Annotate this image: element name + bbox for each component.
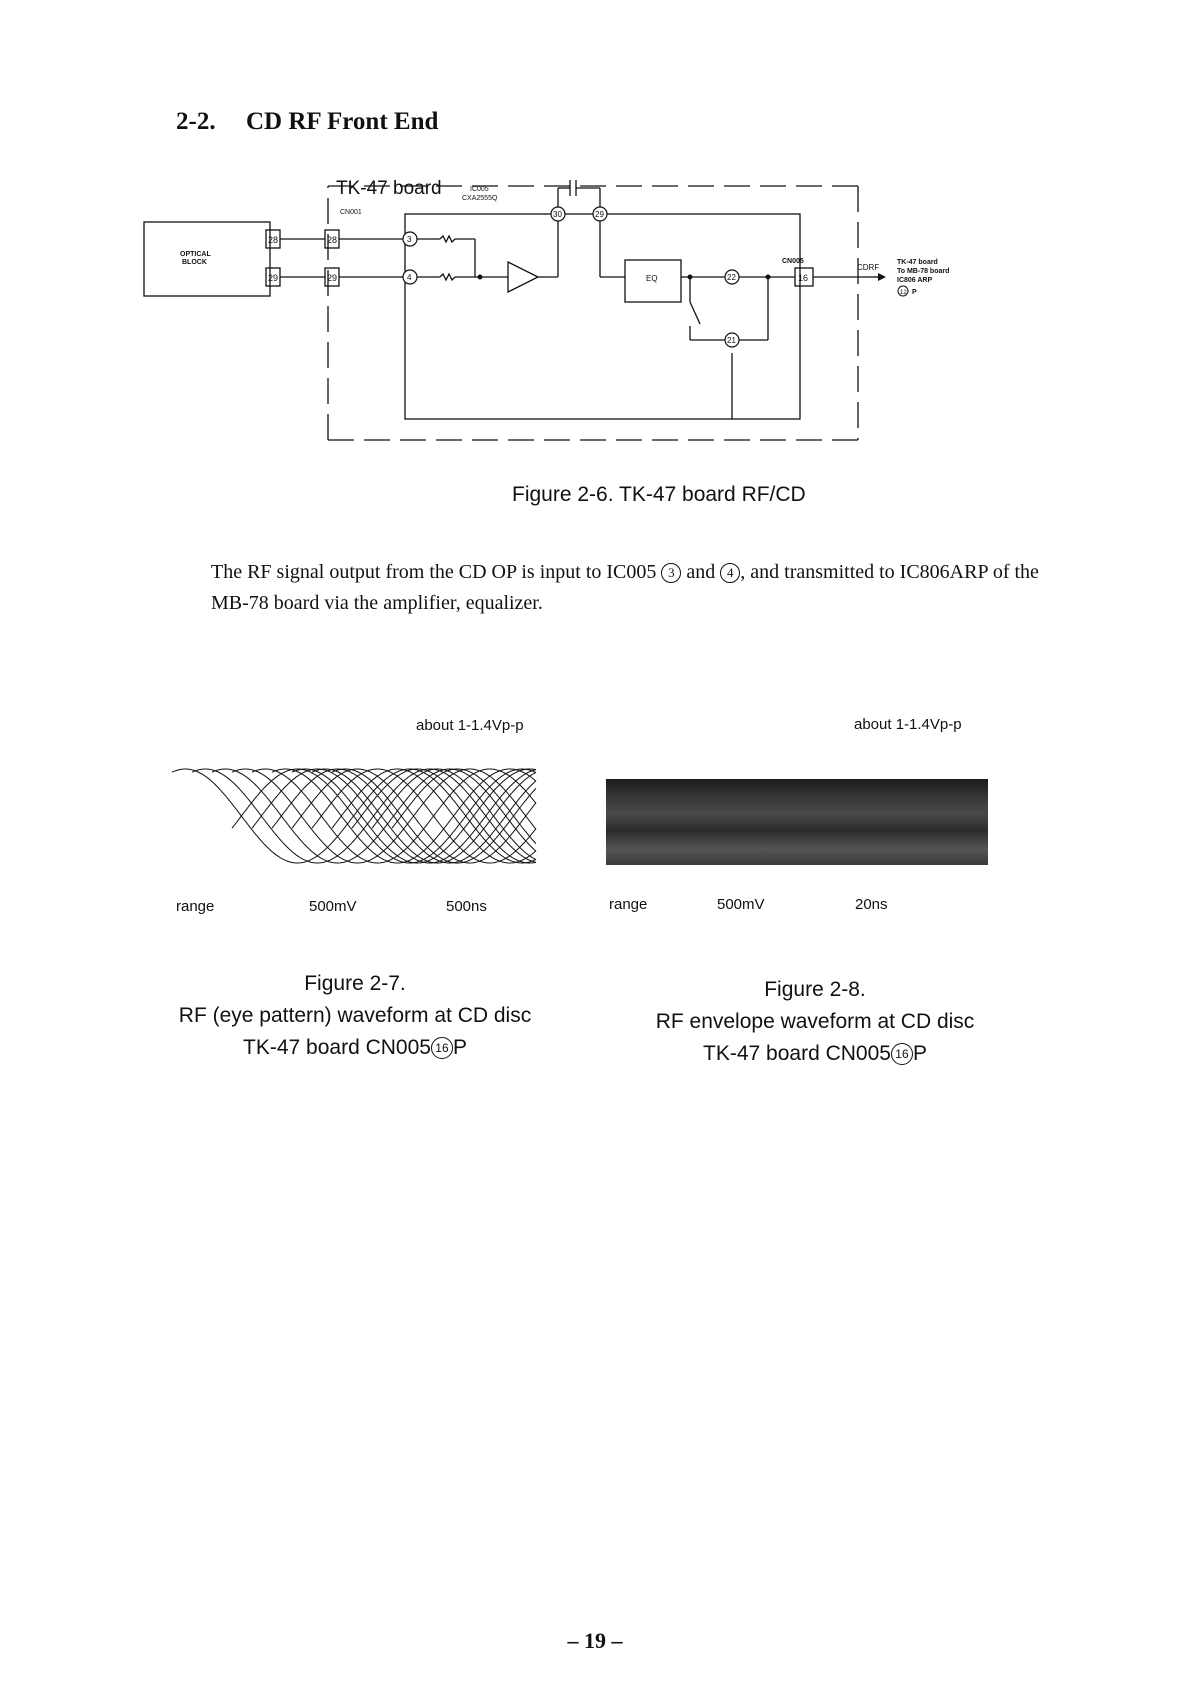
eye-trace: [291, 768, 537, 864]
rf-block-diagram: TK-47 board IC005 CXA2555Q CN001 OPTICAL…: [143, 178, 949, 441]
pin-3-label: 3: [407, 235, 412, 244]
fig8-volt: 500mV: [717, 896, 765, 913]
pin-3-marker: [402, 231, 418, 247]
fig8-circle-16: 16: [890, 1043, 913, 1065]
cn001-pin-29: 29: [327, 273, 337, 283]
optical-block: [143, 221, 271, 297]
body-paragraph: The RF signal output from the CD OP is i…: [211, 557, 1041, 619]
para-text-b: and: [681, 561, 721, 583]
eq-label: EQ: [646, 274, 658, 283]
optical-label-1: OPTICAL: [180, 251, 211, 258]
eye-trace: [311, 768, 537, 864]
eye-trace-inverse: [291, 768, 537, 864]
signal-cdrf: CDRF: [857, 263, 879, 272]
fig8-caption-line-2: RF envelope waveform at CD disc: [655, 1010, 975, 1033]
pin-21-marker: [724, 332, 740, 348]
eye-trace: [331, 768, 537, 864]
eye-trace: [211, 768, 537, 864]
fig7-volt: 500mV: [309, 898, 357, 915]
destination-pin-num: 12: [900, 290, 907, 296]
eye-trace-inverse: [231, 768, 537, 864]
pin-22-label: 22: [727, 273, 736, 282]
pin-22-marker: [724, 269, 740, 285]
resistor-3: [439, 234, 456, 244]
eye-trace: [271, 768, 537, 864]
envelope-waveform: [606, 779, 988, 865]
ic-part: CXA2555Q: [462, 195, 498, 202]
pin-29-label: 29: [595, 210, 604, 219]
eye-trace-inverse: [311, 768, 537, 864]
section-title: CD RF Front End: [246, 108, 439, 135]
figure-2-7-caption: Figure 2-7. RF (eye pattern) waveform at…: [140, 968, 570, 1064]
fig7-range-label: range: [176, 898, 215, 915]
page-number: – 19 –: [567, 1628, 623, 1653]
optical-label-2: BLOCK: [182, 259, 207, 266]
eye-trace: [231, 768, 537, 864]
destination-line-2: To MB-78 board: [897, 268, 949, 275]
eye-trace-inverse: [271, 768, 537, 864]
figure-2-8-caption: Figure 2-8. RF envelope waveform at CD d…: [600, 974, 1030, 1070]
figure-2-6-caption: Figure 2-6. TK-47 board RF/CD: [512, 483, 806, 506]
ic005-block: [404, 213, 801, 420]
fig8-time: 20ns: [855, 896, 888, 913]
destination-line-3: IC806 ARP: [897, 277, 932, 284]
fig8-caption-line-1: Figure 2-8.: [764, 978, 866, 1001]
section-heading: 2-2. CD RF Front End: [176, 108, 438, 136]
para-circle-4: 4: [720, 563, 741, 583]
fig7-time: 500ns: [446, 898, 487, 915]
optical-pin-29: 29: [268, 273, 278, 283]
resistor-4: [439, 272, 456, 282]
cn005-pin-16: 16: [798, 273, 808, 283]
para-text-a: The RF signal output from the CD OP is i…: [211, 561, 662, 583]
para-circle-3: 3: [661, 563, 682, 583]
eye-trace: [171, 768, 537, 864]
pin-30-label: 30: [553, 210, 562, 219]
fig7-circle-16: 16: [430, 1037, 453, 1059]
section-number: 2-2.: [176, 108, 216, 135]
eye-trace: [191, 768, 537, 864]
pin-29-marker: [592, 206, 608, 222]
amplifier-symbol: [507, 260, 540, 294]
eye-trace-inverse: [251, 768, 537, 864]
equalizer-block: [624, 259, 682, 303]
eye-trace-inverse: [371, 768, 537, 861]
destination-line-1: TK-47 board: [897, 259, 938, 266]
eye-pattern-waveform: [171, 768, 537, 864]
destination-pin-suffix: P: [912, 289, 917, 296]
eye-trace-inverse: [331, 768, 537, 864]
pin-4-label: 4: [407, 273, 412, 282]
board-boundary: [327, 185, 859, 441]
eye-trace-inverse: [391, 768, 537, 844]
ic-name: IC005: [470, 186, 489, 193]
para-text-c: , and transmitted to IC806ARP of the MB-…: [211, 561, 1039, 614]
cn001-pin-28: 28: [327, 235, 337, 245]
pin-30-marker: [550, 206, 566, 222]
pin-21-label: 21: [727, 336, 736, 345]
board-title: TK-47 board: [336, 178, 442, 199]
eye-trace: [251, 768, 537, 864]
eye-trace-inverse: [351, 768, 537, 864]
pin-4-marker: [402, 269, 418, 285]
fig7-caption-line-1: Figure 2-7.: [304, 972, 406, 995]
connector-cn005: CN005: [782, 258, 804, 265]
connector-cn001: CN001: [340, 209, 362, 216]
fig8-amplitude: about 1-1.4Vp-p: [854, 716, 962, 733]
optical-pin-28: 28: [268, 235, 278, 245]
fig7-caption-line-2: RF (eye pattern) waveform at CD disc: [178, 1004, 532, 1027]
fig7-amplitude: about 1-1.4Vp-p: [416, 717, 524, 734]
fig8-range-label: range: [609, 896, 648, 913]
